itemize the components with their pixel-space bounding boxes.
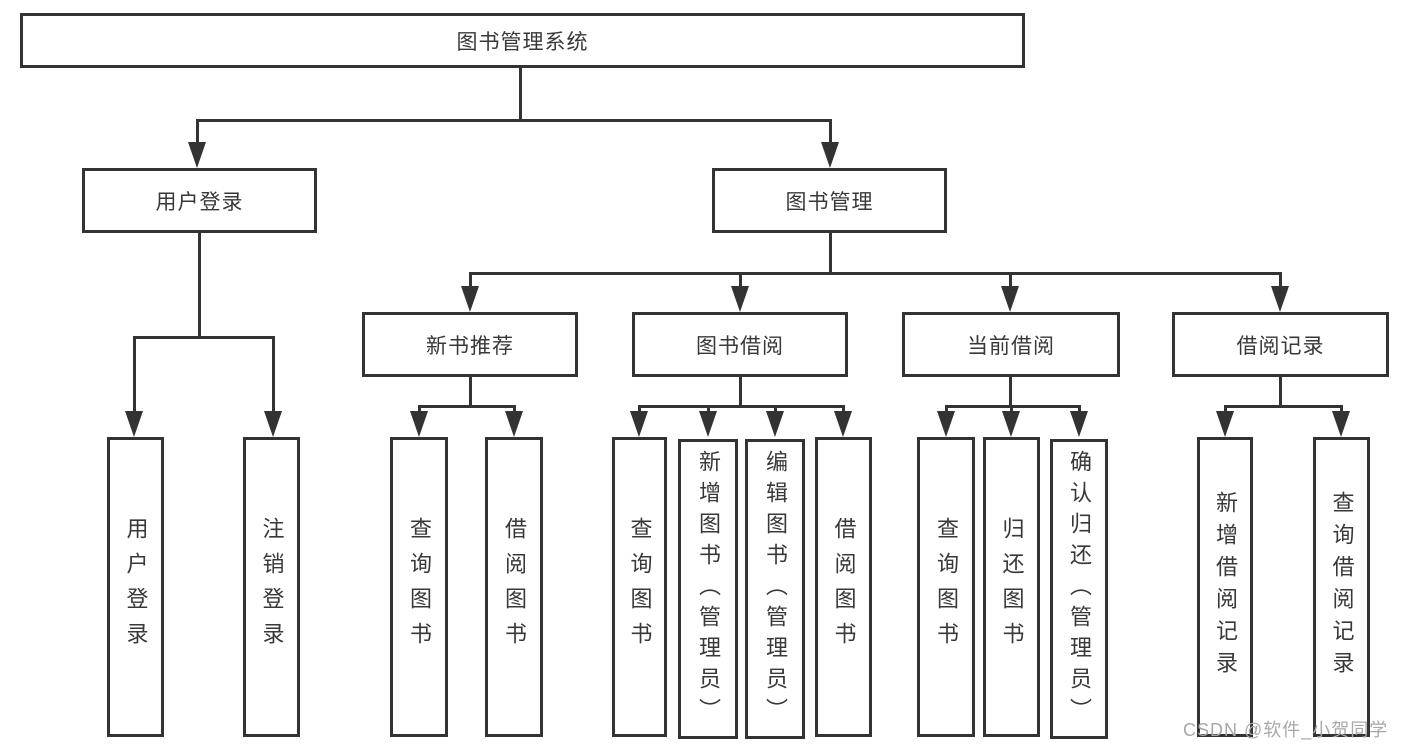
connector [829,119,832,145]
node-new-book-rec: 新书推荐 [362,312,578,377]
connector [1340,405,1343,414]
connector [1009,272,1012,288]
connector [513,405,516,414]
arrow-down-icon [188,142,206,168]
arrow-down-icon [1332,411,1350,437]
connector [469,272,472,288]
leaf-cb-query-books: 查询图书 [917,437,975,737]
leaf-bb-query-books-label: 查询图书 [627,517,653,657]
leaf-cb-confirm-return: 确认归还（管理员） [1050,439,1108,739]
connector [196,119,199,145]
arrow-down-icon [505,411,523,437]
leaf-bb-borrow-books: 借阅图书 [815,437,872,737]
leaf-cb-return-books-label: 归还图书 [999,517,1025,657]
leaf-bb-edit-books: 编辑图书（管理员） [745,439,805,739]
connector [1009,377,1012,407]
leaf-cb-confirm-return-label: 确认归还（管理员） [1067,449,1092,729]
arrow-down-icon [1271,286,1289,312]
leaf-user-login: 用户登录 [107,437,164,737]
leaf-rec-query-books: 查询图书 [390,437,448,737]
connector [638,405,641,414]
connector [198,233,201,339]
leaf-bb-borrow-books-label: 借阅图书 [831,517,857,657]
connector [1224,405,1227,414]
node-book-mgmt-branch-label: 图书管理 [785,190,874,214]
connector [133,336,136,413]
node-root-label: 图书管理系统 [456,30,589,54]
arrow-down-icon [821,142,839,168]
leaf-logout-label: 注销登录 [259,517,285,657]
leaf-logout: 注销登录 [243,437,300,737]
connector [638,405,845,408]
leaf-user-login-label: 用户登录 [123,517,149,657]
node-current-borrow-label: 当前借阅 [967,334,1055,358]
leaf-cb-return-books: 归还图书 [983,437,1040,737]
arrow-down-icon [766,411,784,437]
leaf-bb-query-books: 查询图书 [612,437,667,737]
arrow-down-icon [699,411,717,437]
leaf-rec-borrow-books-label: 借阅图书 [502,517,527,657]
connector [739,272,742,288]
arrow-down-icon [1070,411,1088,437]
node-borrow-record: 借阅记录 [1172,312,1389,377]
connector [196,119,832,122]
connector [272,336,275,413]
connector [469,377,472,407]
node-book-borrow: 图书借阅 [632,312,848,377]
connector [469,272,1282,275]
leaf-bb-add-books: 新增图书（管理员） [678,439,738,739]
connector [739,377,742,407]
arrow-down-icon [630,411,648,437]
arrow-down-icon [937,411,955,437]
node-new-book-rec-label: 新书推荐 [426,334,514,358]
node-book-borrow-label: 图书借阅 [696,334,784,358]
leaf-bb-edit-books-label: 编辑图书（管理员） [763,449,788,729]
arrow-down-icon [1216,411,1234,437]
leaf-br-query-record: 查询借阅记录 [1313,437,1370,737]
arrow-down-icon [410,411,428,437]
connector [707,405,710,414]
connector [418,405,516,408]
connector [1078,405,1081,414]
connector [842,405,845,414]
leaf-cb-query-books-label: 查询图书 [934,517,959,657]
connector [519,68,522,122]
leaf-rec-borrow-books: 借阅图书 [485,437,543,737]
arrow-down-icon [731,286,749,312]
arrow-down-icon [461,286,479,312]
arrow-down-icon [1001,286,1019,312]
leaf-br-query-record-label: 查询借阅记录 [1329,491,1355,683]
connector [945,405,948,414]
leaf-rec-query-books-label: 查询图书 [407,517,432,657]
connector [133,336,275,339]
arrow-down-icon [125,411,143,437]
connector [1224,405,1343,408]
node-borrow-record-label: 借阅记录 [1236,334,1325,358]
connector [774,405,777,414]
node-current-borrow: 当前借阅 [902,312,1120,377]
node-root: 图书管理系统 [20,13,1025,68]
node-book-mgmt-branch: 图书管理 [712,168,947,233]
arrow-down-icon [264,411,282,437]
arrow-down-icon [834,411,852,437]
node-user-login-branch-label: 用户登录 [155,190,244,214]
leaf-br-add-record: 新增借阅记录 [1197,437,1253,737]
arrow-down-icon [1002,411,1020,437]
connector [829,233,832,275]
leaf-bb-add-books-label: 新增图书（管理员） [696,449,721,729]
leaf-br-add-record-label: 新增借阅记录 [1213,491,1238,683]
node-user-login-branch: 用户登录 [82,168,317,233]
csdn-watermark: CSDN @软件_小贺同学 [1183,720,1389,740]
connector [1279,272,1282,288]
connector [945,405,1081,408]
connector [1279,377,1282,407]
connector [1010,405,1013,414]
connector [418,405,421,414]
